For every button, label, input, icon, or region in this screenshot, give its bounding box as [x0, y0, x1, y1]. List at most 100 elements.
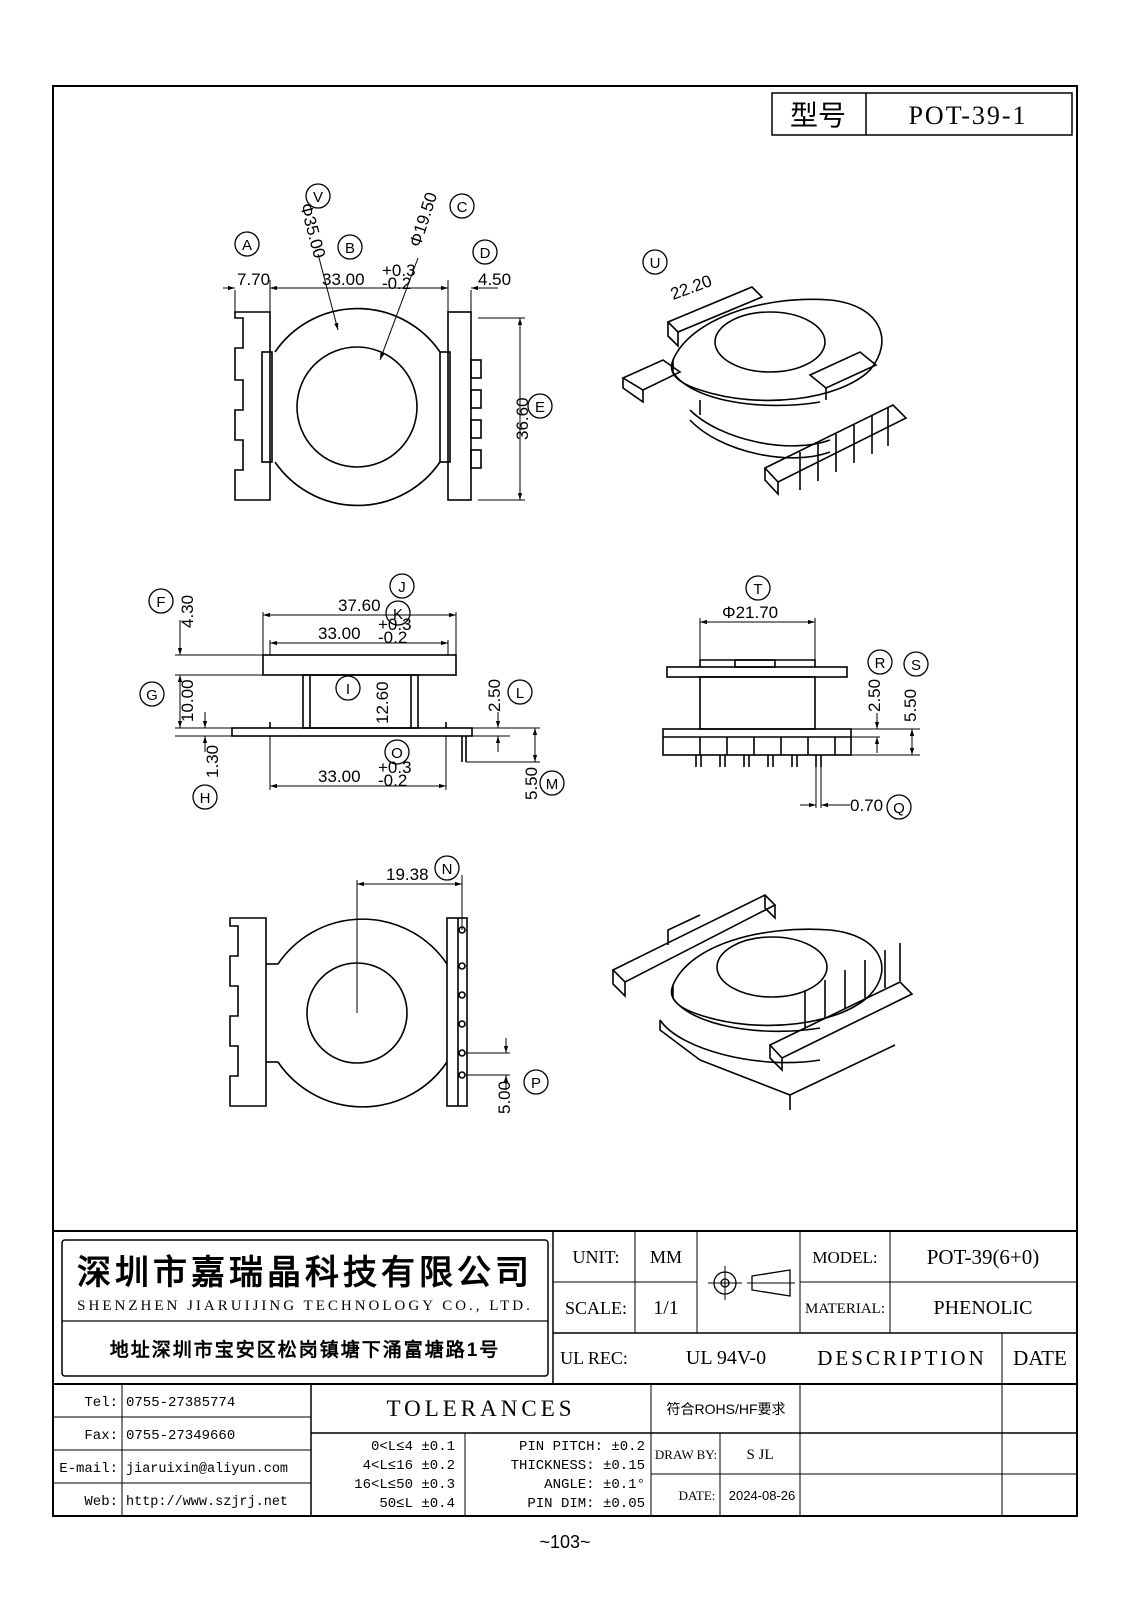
dim-l: 2.50 [485, 679, 504, 712]
label-circle-u: U [642, 249, 668, 275]
company-address: 地址深圳市宝安区松岗镇塘下涌富塘路1号 [110, 1338, 501, 1361]
tel-label: Tel: [84, 1395, 118, 1411]
iso-view-top [621, 286, 908, 497]
company-name-en: SHENZHEN JIARUIJING TECHNOLOGY CO., LTD. [77, 1298, 533, 1314]
label-circle-v: V [305, 183, 331, 209]
label-letter-u: U [650, 255, 661, 272]
dim-s: 5.50 [901, 689, 920, 722]
dim-b-tol-top: +0.3 [382, 261, 416, 280]
material-label: MATERIAL: [805, 1301, 885, 1317]
email-value: jiaruixin@aliyun.com [126, 1462, 288, 1477]
label-letter-l: L [516, 685, 524, 702]
dim-i: 12.60 [373, 681, 392, 724]
unit-label: UNIT: [572, 1247, 619, 1267]
model-value: POT-39(6+0) [927, 1245, 1040, 1269]
ulrec-label: UL REC: [560, 1348, 628, 1368]
web-label: Web: [84, 1494, 118, 1510]
tel-value: 0755-27385774 [126, 1395, 235, 1411]
label-circle-n: N [434, 855, 460, 881]
label-letter-c: C [457, 199, 468, 216]
tolerance-ranges: 0<L≤4 ±0.14<L≤16 ±0.216<L≤50 ±0.350≤L ±0… [354, 1439, 455, 1512]
material-value: PHENOLIC [934, 1297, 1033, 1319]
dim-q: 0.70 [850, 796, 883, 815]
label-circle-r: R [867, 649, 893, 675]
page-number: ~103~ [539, 1532, 590, 1552]
dim-g: 10.00 [178, 679, 197, 722]
side-view-left-dimensions [175, 612, 540, 790]
label-circle-j: J [389, 573, 415, 599]
dim-e: 36.60 [513, 397, 532, 440]
label-circle-b: B [337, 234, 363, 260]
label-circle-c: C [449, 193, 475, 219]
label-letter-b: B [345, 240, 355, 257]
label-letter-p: P [531, 1075, 541, 1092]
title-block [53, 1230, 1077, 1516]
drawby-label: DRAW BY: [655, 1447, 717, 1462]
label-letter-g: G [146, 687, 158, 704]
title-block-texts: 深圳市嘉瑞晶科技有限公司 SHENZHEN JIARUIJING TECHNOL… [59, 1245, 1067, 1512]
label-letter-q: Q [893, 800, 905, 817]
tolerance-range-row: 16<L≤50 ±0.3 [354, 1477, 455, 1493]
rohs-note: 符合ROHS/HF要求 [667, 1401, 786, 1417]
ulrec-value: UL 94V-0 [686, 1347, 766, 1369]
model-label: MODEL: [812, 1248, 877, 1267]
dim-k-tol-bot: -0.2 [378, 628, 407, 647]
iso-view-bottom [611, 894, 914, 1110]
dim-k: 33.00 [318, 624, 361, 643]
description-label: DESCRIPTION [817, 1346, 987, 1370]
label-letter-k: K [393, 606, 403, 623]
side-view-right [662, 659, 852, 767]
label-letter-n: N [442, 861, 453, 878]
dim-m: 5.50 [522, 767, 541, 800]
label-circle-s: S [903, 651, 929, 677]
label-circle-h: H [192, 784, 218, 810]
email-label: E-mail: [59, 1461, 118, 1477]
label-circle-g: G [139, 681, 165, 707]
fax-value: 0755-27349660 [126, 1428, 235, 1444]
scale-label: SCALE: [565, 1298, 627, 1318]
tolerance-spec-row: THICKNESS: ±0.15 [511, 1458, 645, 1474]
dim-a: 7.70 [237, 270, 270, 289]
label-letter-f: F [156, 594, 165, 611]
label-letter-o: O [391, 745, 403, 762]
bottom-view [229, 917, 468, 1108]
side-view-left-texts: 37.60 33.00 +0.3 -0.2 33.00 +0.3 -0.2 4.… [178, 595, 541, 800]
label-circle-i: I [335, 675, 361, 701]
unit-value: MM [650, 1247, 682, 1267]
dim-h: 1.30 [203, 745, 222, 778]
label-circle-m: M [539, 770, 565, 796]
dim-o-tol-bot: -0.2 [378, 771, 407, 790]
date-label: DATE: [679, 1488, 716, 1503]
scale-value: 1/1 [653, 1297, 679, 1319]
tolerance-spec-row: ANGLE: ±0.1° [544, 1477, 645, 1493]
dim-b-tol-bot: -0.2 [382, 274, 411, 293]
label-circle-a: A [234, 231, 260, 257]
dim-c: Φ19.50 [406, 190, 441, 249]
dim-f: 4.30 [178, 595, 197, 628]
company-name-cn: 深圳市嘉瑞晶科技有限公司 [77, 1253, 533, 1292]
bottom-view-dimensions [356, 875, 510, 1090]
label-circle-f: F [148, 588, 174, 614]
tolerance-spec-row: PIN DIM: ±0.05 [527, 1496, 645, 1512]
header-model-box: 型号 POT-39-1 [771, 92, 1073, 136]
dim-o: 33.00 [318, 767, 361, 786]
date-value: 2024-08-26 [729, 1488, 796, 1503]
label-circle-d: D [472, 239, 498, 265]
label-letter-e: E [535, 399, 545, 416]
label-letter-m: M [546, 776, 559, 793]
label-letter-a: A [242, 237, 252, 254]
sheet-frame [52, 85, 1078, 1517]
label-circle-o: O [384, 739, 410, 765]
label-circle-p: P [523, 1069, 549, 1095]
tolerance-range-row: 0<L≤4 ±0.1 [371, 1439, 455, 1455]
top-view-dimensions [223, 253, 525, 501]
web-value: http://www.szjrj.net [126, 1495, 288, 1510]
side-view-right-dimensions [699, 618, 920, 808]
label-letter-s: S [911, 657, 921, 674]
label-circle-q: Q [886, 794, 912, 820]
label-letter-h: H [200, 790, 211, 807]
tolerance-range-row: 50≤L ±0.4 [379, 1496, 455, 1512]
dim-r: 2.50 [865, 679, 884, 712]
